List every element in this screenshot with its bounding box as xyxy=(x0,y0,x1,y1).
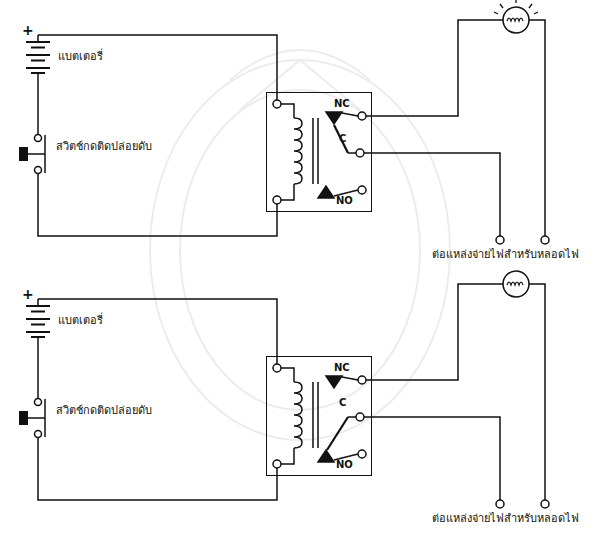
no-label: NO xyxy=(336,459,353,470)
circuit-off xyxy=(19,0,549,244)
switch-label: สวิตช์กดติดปล่อยดับ xyxy=(56,404,152,417)
switch-label: สวิตช์กดติดปล่อยดับ xyxy=(56,140,152,153)
supply-label: ต่อแหล่งจ่ายไฟสำหรับหลอดไฟ xyxy=(432,248,579,261)
battery-label: แบตเตอรี่ xyxy=(58,314,103,327)
relay-box: NC C NO xyxy=(266,92,372,212)
battery-label: แบตเตอรี่ xyxy=(58,50,103,63)
nc-label: NC xyxy=(334,362,350,373)
circuit-on xyxy=(19,271,549,508)
watermark-seal xyxy=(150,50,450,440)
nc-label: NC xyxy=(334,98,350,109)
no-label: NO xyxy=(336,195,353,206)
relay-box: NC C NO xyxy=(266,356,372,476)
supply-label: ต่อแหล่งจ่ายไฟสำหรับหลอดไฟ xyxy=(432,512,579,525)
plus-sign: + xyxy=(22,22,34,39)
plus-sign: + xyxy=(22,286,34,303)
c-label: C xyxy=(339,397,346,408)
c-label: C xyxy=(339,133,346,144)
lamp-rays xyxy=(494,0,538,14)
